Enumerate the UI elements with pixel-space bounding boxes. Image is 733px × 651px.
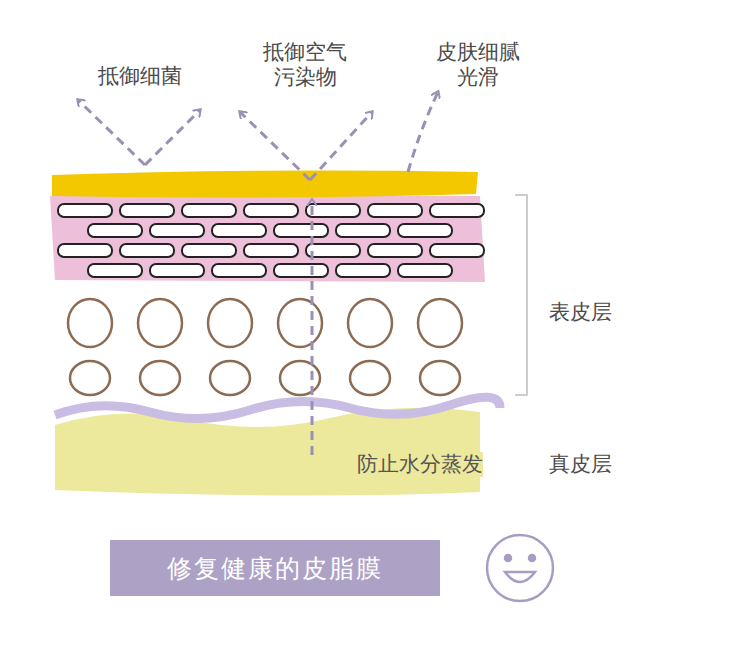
- corneocyte: [274, 264, 328, 277]
- smiley-icon: [487, 535, 553, 601]
- keratinocyte: [280, 361, 320, 395]
- leader-arrows: [78, 92, 438, 455]
- corneocyte: [58, 244, 112, 257]
- keratinocyte: [70, 361, 110, 395]
- corneocyte: [212, 264, 266, 277]
- keratinocyte: [348, 299, 392, 347]
- keratinocyte: [140, 361, 180, 395]
- corneocyte: [398, 224, 452, 237]
- corneocyte: [306, 244, 360, 257]
- text-label: 抵御细菌: [98, 64, 182, 89]
- corneocyte: [398, 264, 452, 277]
- corneocyte: [244, 204, 298, 217]
- corneocyte: [274, 224, 328, 237]
- keratinocyte: [210, 361, 250, 395]
- corneocyte: [182, 204, 236, 217]
- stratum-corneum: [50, 196, 485, 282]
- text-label: 表皮层: [549, 300, 612, 325]
- corneocyte: [182, 244, 236, 257]
- text-label: 抵御空气 污染物: [255, 40, 355, 90]
- corneocyte: [88, 224, 142, 237]
- corneocyte: [150, 224, 204, 237]
- caption-text: 修复健康的皮脂膜: [167, 552, 383, 585]
- corneocyte: [336, 264, 390, 277]
- text-label: 皮肤细腻 光滑: [428, 40, 528, 90]
- corneocyte: [430, 204, 484, 217]
- caption-box: 修复健康的皮脂膜: [110, 540, 440, 596]
- bracket: [515, 195, 527, 395]
- corneocyte: [58, 204, 112, 217]
- corneocyte: [120, 204, 174, 217]
- text-label: 防止水分蒸发: [357, 452, 483, 477]
- corneocyte: [212, 224, 266, 237]
- corneocyte: [306, 204, 360, 217]
- corneocyte: [336, 224, 390, 237]
- keratinocyte: [138, 299, 182, 347]
- sebum-film: [52, 171, 478, 198]
- keratinocyte: [420, 361, 460, 395]
- corneocyte: [150, 264, 204, 277]
- keratinocyte: [350, 361, 390, 395]
- corneocyte: [244, 244, 298, 257]
- corneocyte: [120, 244, 174, 257]
- keratinocyte: [68, 299, 112, 347]
- keratinocytes: [68, 299, 462, 395]
- basement-membrane: [55, 397, 500, 418]
- keratinocyte: [208, 299, 252, 347]
- corneocyte: [368, 244, 422, 257]
- keratinocyte: [278, 299, 322, 347]
- keratinocyte: [418, 299, 462, 347]
- corneocyte: [88, 264, 142, 277]
- corneocytes: [58, 204, 484, 277]
- corneocyte: [430, 244, 484, 257]
- text-label: 真皮层: [549, 452, 612, 477]
- corneocyte: [368, 204, 422, 217]
